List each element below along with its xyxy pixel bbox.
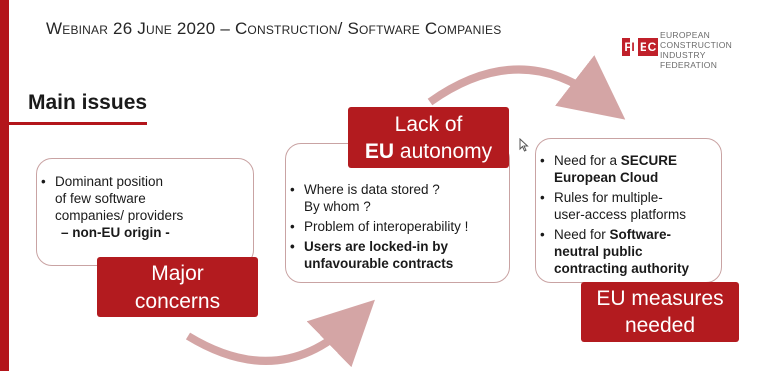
logo-letter-c: C xyxy=(646,38,658,56)
logo-text: EUROPEAN CONSTRUCTION INDUSTRY FEDERATIO… xyxy=(660,30,757,70)
autonomy-line: EU autonomy xyxy=(364,140,493,163)
list-item: Need for Software- neutral public contra… xyxy=(536,226,721,277)
logo-line-1: EUROPEAN xyxy=(660,30,711,40)
logo-line-2: CONSTRUCTION xyxy=(660,40,733,50)
title-underline xyxy=(9,122,147,125)
measures-box: Need for a SECURE European Cloud Rules f… xyxy=(535,138,722,283)
mouse-cursor-icon xyxy=(519,138,529,152)
list-item: Where is data stored ? By whom ? xyxy=(286,181,509,215)
major-concerns-label: Major concerns xyxy=(97,257,258,317)
list-item: Need for a SECURE European Cloud xyxy=(536,152,721,186)
top-curved-arrow xyxy=(427,55,626,120)
lack-of-autonomy-label: Lack of EU autonomy xyxy=(348,107,509,168)
list-item: Users are locked-in by unfavourable cont… xyxy=(286,238,509,272)
list-item: Problem of interoperability ! xyxy=(286,218,509,235)
slide-header: Webinar 26 June 2020 – Construction/ Sof… xyxy=(46,19,502,38)
concerns-box: Dominant position of few software compan… xyxy=(36,158,254,266)
list-item: Dominant position of few software compan… xyxy=(37,173,253,241)
left-accent-bar xyxy=(0,0,9,371)
section-title: Main issues xyxy=(28,91,148,114)
logo-letter-i: I xyxy=(630,38,636,56)
logo-line-3: INDUSTRY FEDERATION xyxy=(660,50,718,70)
bottom-curved-arrow xyxy=(185,299,375,368)
list-item: Rules for multiple- user-access platform… xyxy=(536,189,721,223)
fiec-logo: F I E C EUROPEAN CONSTRUCTION INDUSTRY F… xyxy=(622,26,757,70)
eu-measures-label: EU measures needed xyxy=(581,282,739,342)
